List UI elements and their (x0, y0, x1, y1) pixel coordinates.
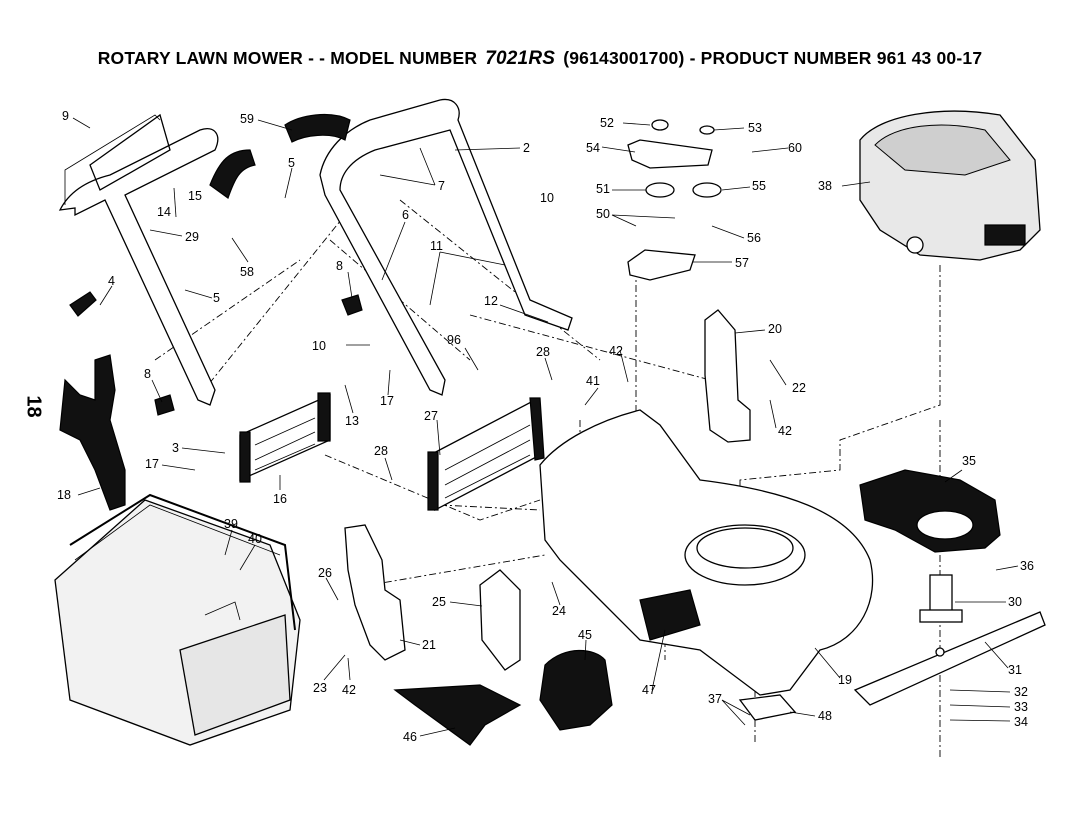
callout-24: 24 (552, 604, 566, 618)
callout-17-b: 17 (145, 457, 159, 471)
blade-baffle (859, 469, 1001, 553)
callout-18: 18 (57, 488, 71, 502)
callout-26: 26 (318, 566, 332, 580)
engine (859, 110, 1041, 261)
callout-7: 7 (438, 179, 445, 193)
front-bracket (738, 694, 797, 721)
callout-6: 6 (402, 208, 409, 222)
callout-55: 55 (752, 179, 766, 193)
latch-plate (479, 569, 521, 671)
leader-lines (72, 117, 1019, 737)
callout-60: 60 (788, 141, 802, 155)
callout-31: 31 (1008, 663, 1022, 677)
rear-skirt (427, 397, 545, 512)
callout-56: 56 (747, 231, 761, 245)
callout-96: 96 (447, 333, 461, 347)
callout-22: 22 (792, 381, 806, 395)
callout-37: 37 (708, 692, 722, 706)
callout-47: 47 (642, 683, 656, 697)
mower-deck (539, 409, 874, 696)
lower-handle-left (58, 113, 219, 406)
callout-38: 38 (818, 179, 832, 193)
callout-45: 45 (578, 628, 592, 642)
callout-39: 39 (224, 517, 238, 531)
mulch-plug (539, 649, 613, 731)
callout-9: 9 (62, 109, 69, 123)
callout-12: 12 (484, 294, 498, 308)
wheel-caps (645, 119, 722, 198)
callout-11: 11 (430, 239, 443, 253)
callout-52: 52 (600, 116, 614, 130)
title-prefix: ROTARY LAWN MOWER - - MODEL NUMBER (97, 48, 478, 68)
callout-33: 33 (1014, 700, 1028, 714)
callout-42-c: 42 (342, 683, 356, 697)
callout-42-a: 42 (609, 344, 623, 358)
callout-46: 46 (403, 730, 417, 744)
callout-8-a: 8 (336, 259, 343, 273)
title-suffix: (96143001700) - PRODUCT NUMBER 961 43 00… (563, 48, 983, 68)
callout-5-a: 5 (288, 156, 295, 170)
callout-10-a: 10 (540, 191, 554, 205)
callout-50: 50 (596, 207, 610, 221)
callout-36: 36 (1020, 559, 1034, 573)
callout-32: 32 (1014, 685, 1028, 699)
callout-4: 4 (108, 274, 115, 288)
callout-20: 20 (768, 322, 782, 336)
callout-17-a: 17 (380, 394, 394, 408)
callout-13: 13 (345, 414, 359, 428)
callout-10-b: 10 (312, 339, 326, 353)
rear-door (393, 684, 522, 746)
callout-30: 30 (1008, 595, 1022, 609)
callout-54: 54 (586, 141, 600, 155)
callout-3: 3 (172, 441, 179, 455)
chute-door (239, 392, 331, 483)
callout-57: 57 (735, 256, 749, 270)
callout-labels: 9 59 5 2 7 15 14 29 58 6 8 11 4 5 12 10 … (57, 109, 1034, 744)
callout-34: 34 (1014, 715, 1028, 729)
callout-41: 41 (586, 374, 600, 388)
callout-28-b: 28 (374, 444, 388, 458)
upper-handle (319, 98, 573, 396)
diagram-title: ROTARY LAWN MOWER - - MODEL NUMBER 7021R… (0, 48, 1080, 70)
callout-40: 40 (248, 532, 262, 546)
cutting-blade (853, 611, 1046, 706)
callout-35: 35 (962, 454, 976, 468)
callout-42-b: 42 (778, 424, 792, 438)
callout-29: 29 (185, 230, 199, 244)
callout-8-b: 8 (144, 367, 151, 381)
callout-53: 53 (748, 121, 762, 135)
callout-16: 16 (273, 492, 287, 506)
blade-adapter (919, 574, 963, 623)
callout-2: 2 (523, 141, 530, 155)
rear-bracket-right (704, 309, 751, 443)
handle-knobs (69, 291, 363, 416)
model-number: 7021RS (485, 48, 556, 69)
callout-14: 14 (157, 205, 171, 219)
rear-bracket-left (344, 524, 406, 661)
handle-grip-tube (209, 114, 351, 199)
callout-59: 59 (240, 112, 254, 126)
callout-15: 15 (188, 189, 202, 203)
callout-19: 19 (838, 673, 852, 687)
side-deflector (59, 354, 126, 511)
callout-21: 21 (422, 638, 436, 652)
callout-48: 48 (818, 709, 832, 723)
callout-23: 23 (313, 681, 327, 695)
callout-51: 51 (596, 182, 610, 196)
callout-5-b: 5 (213, 291, 220, 305)
grass-catcher (54, 493, 301, 746)
callout-25: 25 (432, 595, 446, 609)
height-adjuster-plates (627, 139, 713, 281)
callout-28-a: 28 (536, 345, 550, 359)
callout-27: 27 (424, 409, 438, 423)
callout-58: 58 (240, 265, 254, 279)
